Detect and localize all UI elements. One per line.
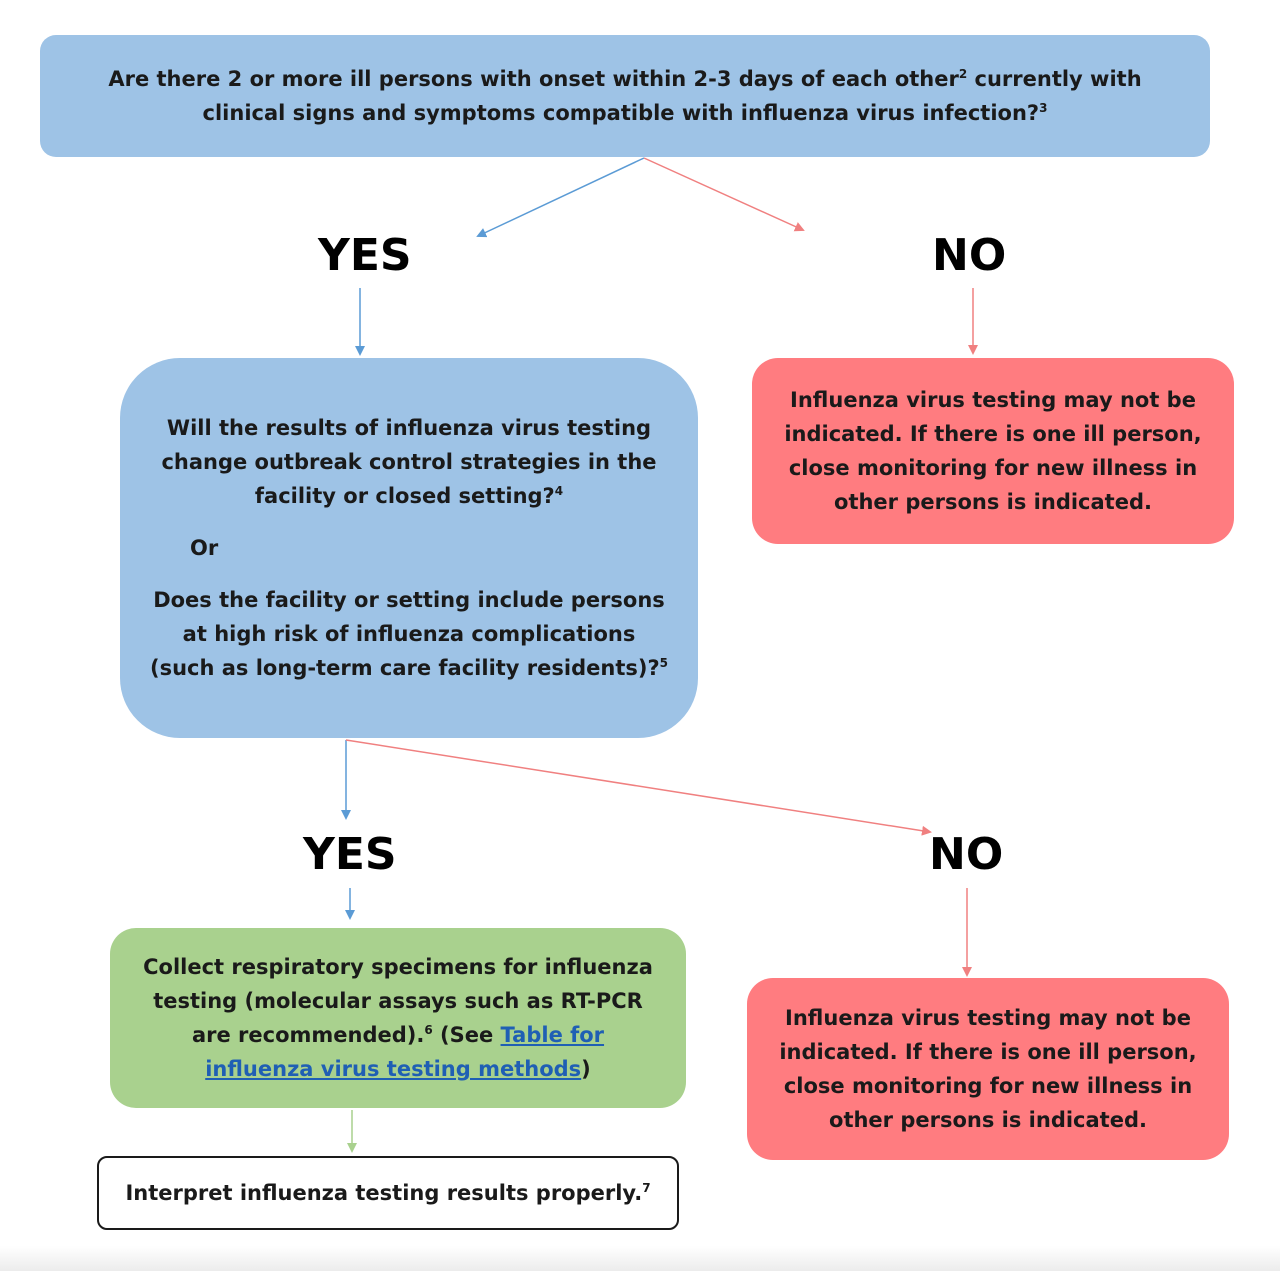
question-onset-text: Are there 2 or more ill persons with ons… [64,62,1186,130]
no-testing-text-2: Influenza virus testing may not be indic… [779,1006,1197,1132]
footnote-3: 3 [1039,101,1048,115]
no-label-1: NO [932,230,1007,281]
see-prefix: (See [432,1023,501,1047]
arrow-q1-to-yes [476,157,645,238]
question-testing-text2: Does the facility or setting include per… [150,588,665,680]
question-onset-part1: Are there 2 or more ill persons with ons… [108,67,959,91]
question-testing-part1: Will the results of influenza virus test… [150,411,668,513]
no-testing-text-1: Influenza virus testing may not be indic… [784,388,1202,514]
question-testing-text1: Will the results of influenza virus test… [161,416,657,508]
or-text: Or [190,536,219,560]
collect-specimens-text: Collect respiratory specimens for influe… [142,950,654,1086]
testing-methods-link[interactable]: Table for influenza virus testing method… [205,1023,605,1081]
footnote-6: 6 [424,1023,433,1037]
footnote-4: 4 [554,484,564,498]
collect-specimens-box: Collect respiratory specimens for influe… [110,928,686,1108]
interpret-results-box: Interpret influenza testing results prop… [97,1156,679,1230]
no-testing-box-1: Influenza virus testing may not be indic… [752,358,1234,544]
arrow-q2-to-no [345,739,932,836]
no-label-2: NO [929,829,1004,880]
question-onset-part2: currently with clinical signs and sympto… [202,67,1142,125]
interpret-text: Interpret influenza testing results prop… [125,1181,643,1205]
question-testing-box: Will the results of influenza virus test… [120,358,698,738]
no-testing-box-2: Influenza virus testing may not be indic… [747,978,1229,1160]
footnote-5: 5 [659,656,669,670]
question-onset-box: Are there 2 or more ill persons with ons… [40,35,1210,157]
arrow-q1-to-no [643,157,805,232]
footnote-7: 7 [642,1181,651,1195]
see-suffix: ) [581,1057,591,1081]
yes-label-1: YES [318,230,412,281]
bottom-shade [0,1246,1280,1271]
footnote-2: 2 [958,67,968,81]
collect-text: Collect respiratory specimens for influe… [143,955,653,1047]
question-testing-part2: Does the facility or setting include per… [150,583,668,685]
interpret-results-text: Interpret influenza testing results prop… [125,1176,650,1210]
yes-label-2: YES [303,829,397,880]
